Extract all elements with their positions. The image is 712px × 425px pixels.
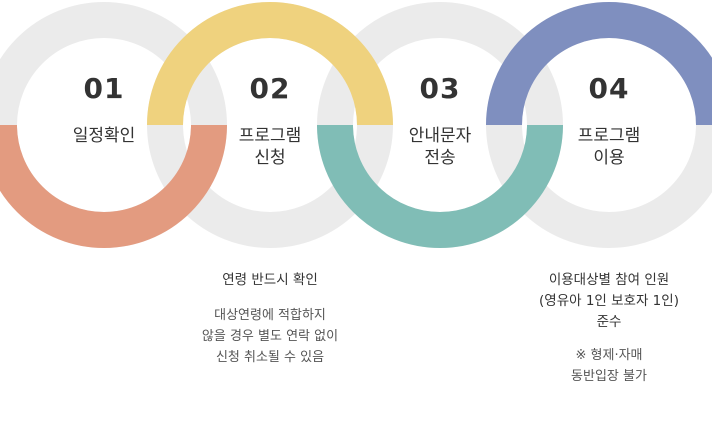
- step-04-number: 04: [588, 72, 630, 105]
- step-02-number: 02: [249, 72, 291, 105]
- step-01-title: 일정확인: [34, 125, 174, 147]
- step-03-title-line-1: 안내문자: [408, 126, 472, 146]
- step-04-title: 프로그램 이용: [539, 125, 679, 169]
- step-04-note-extra: ※ 형제·자매 동반입장 불가: [509, 345, 709, 387]
- step-04-note-heading: 이용대상별 참여 인원 (영유아 1인 보호자 1인) 준수: [509, 270, 709, 333]
- step-02-note-body-line-1: 대상연령에 적합하지: [214, 308, 326, 323]
- step-01-title-line: 일정확인: [72, 126, 136, 146]
- step-02-title-line-1: 프로그램: [238, 126, 302, 146]
- ring-accent-step-1: [0, 124, 227, 248]
- step-04-note-heading-line-1: 이용대상별 참여 인원: [548, 272, 670, 288]
- step-03-title-line-2: 전송: [424, 148, 456, 168]
- step-02-note-body-line-3: 신청 취소될 수 있음: [215, 350, 325, 365]
- step-04-note-heading-line-2: (영유아 1인 보호자 1인): [539, 293, 679, 309]
- step-04-title-line-1: 프로그램: [577, 126, 641, 146]
- step-04-note-heading-line-3: 준수: [596, 314, 622, 330]
- ring-accent-step-3: [317, 124, 563, 248]
- step-03-title: 안내문자 전송: [370, 125, 510, 169]
- step-02-note-heading-line: 연령 반드시 확인: [222, 272, 318, 288]
- ring-accent-step-4: [486, 2, 712, 126]
- step-02-title: 프로그램 신청: [200, 125, 340, 169]
- step-04-note: 이용대상별 참여 인원 (영유아 1인 보호자 1인) 준수 ※ 형제·자매 동…: [509, 270, 709, 387]
- step-03-number: 03: [419, 72, 461, 105]
- step-02-note-heading: 연령 반드시 확인: [170, 270, 370, 291]
- step-02-note: 연령 반드시 확인 대상연령에 적합하지 않을 경우 별도 연락 없이 신청 취…: [170, 270, 370, 368]
- step-02-title-line-2: 신청: [254, 148, 286, 168]
- step-04-title-line-2: 이용: [593, 148, 625, 168]
- step-02-note-body-line-2: 않을 경우 별도 연락 없이: [201, 329, 339, 344]
- step-01-number: 01: [83, 72, 125, 105]
- ring-accent-step-2: [147, 2, 393, 126]
- step-02-note-body: 대상연령에 적합하지 않을 경우 별도 연락 없이 신청 취소될 수 있음: [170, 305, 370, 368]
- step-04-note-extra-line-1: ※ 형제·자매: [575, 348, 643, 363]
- step-04-note-extra-line-2: 동반입장 불가: [571, 369, 647, 384]
- ring-color-layer: [0, 2, 712, 248]
